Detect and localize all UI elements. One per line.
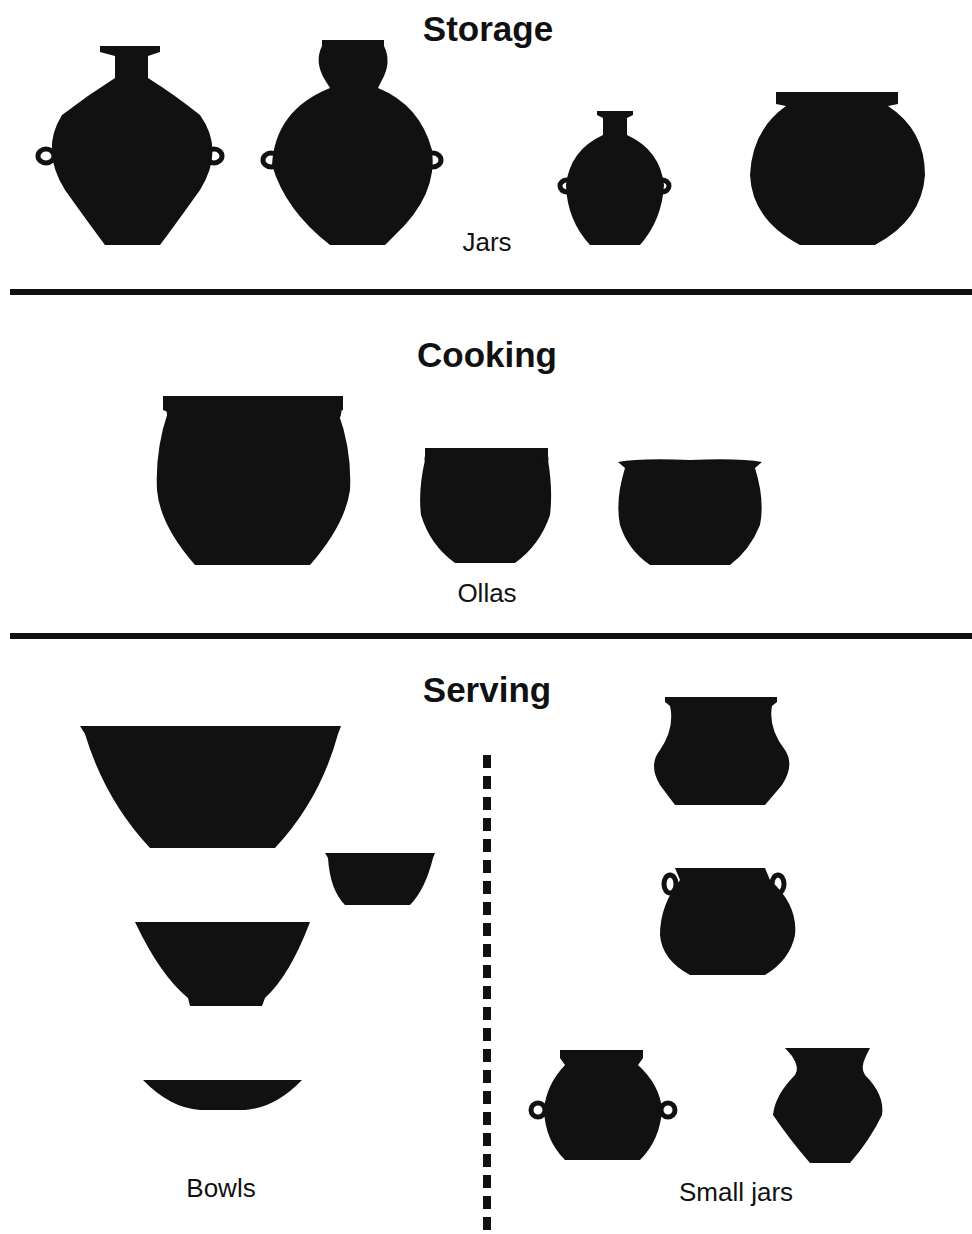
pot-handle <box>661 1103 675 1117</box>
pot-handle <box>263 153 279 167</box>
serving-bowl <box>80 726 341 848</box>
pot-handle <box>206 149 222 163</box>
pot-handle <box>772 875 784 893</box>
serving-bowl <box>325 853 435 905</box>
pot-handle <box>169 401 185 421</box>
section-divider <box>10 289 972 295</box>
section-heading: Serving <box>423 670 551 710</box>
cooking-olla <box>420 448 551 563</box>
storage-jar <box>750 92 925 245</box>
cooking-olla <box>157 396 351 565</box>
pot-handle <box>425 153 441 167</box>
pot-handle <box>560 180 574 192</box>
cooking-olla <box>618 459 762 565</box>
storage-jar <box>272 40 433 245</box>
vessel-type-label: Jars <box>462 227 511 258</box>
section-heading: Storage <box>423 9 553 49</box>
small-jar <box>660 868 795 975</box>
pot-handle <box>427 451 439 467</box>
vessel-type-label: Bowls <box>186 1173 255 1204</box>
small-jar <box>544 1050 662 1160</box>
pot-handle <box>323 401 339 421</box>
storage-jar <box>52 46 213 245</box>
pot-handle <box>664 875 676 893</box>
small-jar <box>773 1048 882 1163</box>
pot-handle <box>38 149 54 163</box>
storage-jar <box>566 111 664 245</box>
dashed-divider <box>483 755 491 1232</box>
small-jar <box>654 697 789 805</box>
section-divider <box>10 633 972 639</box>
vessel-type-label: Ollas <box>457 578 516 609</box>
serving-bowl <box>143 1080 302 1110</box>
pot-handle <box>531 1103 545 1117</box>
pot-handle <box>534 451 546 467</box>
pot-handle <box>655 180 669 192</box>
vessel-type-label: Small jars <box>679 1177 793 1208</box>
serving-bowl <box>135 922 310 1006</box>
section-heading: Cooking <box>417 335 557 375</box>
